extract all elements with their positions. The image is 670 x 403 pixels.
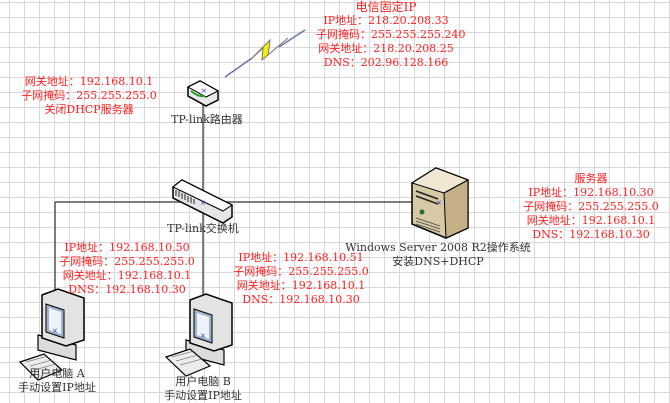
switch-label: TP-link交换机 [167, 222, 239, 235]
server-config-annotation: 服务器 IP地址：192.168.10.30 子网掩码：255.255.255.… [516, 172, 666, 242]
pc-a-ip: IP地址：192.168.10.50 [64, 241, 190, 254]
isp-title: 电信固定IP [355, 0, 417, 14]
pc-b-config-annotation: IP地址：192.168.10.51 子网掩码：255.255.255.0 网关… [226, 251, 376, 307]
pc-b-name: 用户电脑 B [175, 375, 231, 388]
router-config-annotation: 网关地址：192.168.10.1 子网掩码：255.255.255.0 关闭D… [14, 75, 164, 117]
server-label: Windows Server 2008 R2操作系统 安装DNS+DHCP [340, 241, 536, 269]
router-icon: × [186, 80, 220, 107]
server-subnet: 子网掩码：255.255.255.0 [523, 200, 659, 213]
server-title: 服务器 [574, 172, 608, 185]
server-services-label: 安装DNS+DHCP [392, 255, 484, 268]
isp-subnet: 子网掩码：255.255.255.240 [316, 28, 466, 41]
pc-a-label: 用户电脑 A 手动设置IP地址 [2, 367, 112, 395]
pc-a-note: 手动设置IP地址 [18, 381, 96, 394]
switch-icon: × [172, 179, 233, 224]
server-icon: × [410, 167, 470, 239]
router-subnet: 子网掩码：255.255.255.0 [21, 89, 157, 102]
svg-text:×: × [200, 199, 206, 207]
pc-b-icon: × [164, 293, 233, 377]
pc-a-subnet: 子网掩码：255.255.255.0 [59, 255, 195, 268]
pc-a-dns: DNS：192.168.10.30 [68, 283, 186, 296]
router-gateway: 网关地址：192.168.10.1 [24, 75, 154, 88]
svg-text:×: × [52, 327, 58, 335]
pc-b-dns: DNS：192.168.10.30 [242, 293, 360, 306]
router-label: TP-link路由器 [171, 113, 243, 126]
pc-b-gateway: 网关地址：192.168.10.1 [236, 279, 366, 292]
pc-a-gateway: 网关地址：192.168.10.1 [62, 269, 192, 282]
lightning-icon [224, 29, 306, 78]
pc-a-name: 用户电脑 A [29, 367, 85, 380]
pc-b-subnet: 子网掩码：255.255.255.0 [233, 265, 369, 278]
router-dhcp-note: 关闭DHCP服务器 [44, 103, 134, 116]
svg-text:×: × [436, 199, 442, 207]
isp-gateway: 网关地址：218.20.208.25 [318, 42, 454, 55]
server-dns: DNS：192.168.10.30 [532, 228, 650, 241]
server-os-label: Windows Server 2008 R2操作系统 [345, 241, 531, 254]
pc-a-config-annotation: IP地址：192.168.10.50 子网掩码：255.255.255.0 网关… [52, 241, 202, 297]
server-gateway: 网关地址：192.168.10.1 [526, 214, 656, 227]
pc-b-label: 用户电脑 B 手动设置IP地址 [148, 375, 258, 403]
svg-text:×: × [200, 332, 206, 340]
svg-text:×: × [201, 87, 207, 95]
pc-a-icon: × [18, 288, 85, 381]
pc-b-note: 手动设置IP地址 [164, 389, 242, 402]
isp-dns: DNS：202.96.128.166 [323, 56, 449, 69]
server-ip: IP地址：192.168.10.30 [528, 186, 654, 199]
isp-config-annotation: 电信固定IP IP地址：218.20.208.33 子网掩码：255.255.2… [316, 0, 466, 70]
pc-b-ip: IP地址：192.168.10.51 [238, 251, 364, 264]
isp-ip: IP地址：218.20.208.33 [323, 14, 449, 27]
